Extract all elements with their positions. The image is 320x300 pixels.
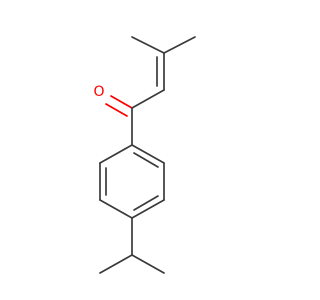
canvas-background bbox=[0, 0, 300, 300]
bond-isopropyl-left bbox=[99, 254, 133, 274]
ring-inner-1 bbox=[133, 152, 159, 168]
ring-bond-4 bbox=[99, 199, 133, 219]
structure-diagram: O bbox=[0, 0, 300, 300]
bond-methyl-left bbox=[131, 36, 165, 54]
ring-bond-1 bbox=[131, 144, 165, 164]
bond-vinyl-carbonyl bbox=[131, 89, 165, 109]
bond-methyl-right bbox=[163, 36, 196, 54]
bond-carbonyl-1 bbox=[110, 95, 133, 109]
bond-isopropyl-right bbox=[131, 254, 165, 274]
bond-carbonyl-2 bbox=[105, 103, 128, 117]
ring-bond-6 bbox=[99, 144, 133, 164]
ring-bond-3 bbox=[131, 199, 165, 219]
ring-inner-2 bbox=[133, 195, 159, 211]
oxygen-atom-label: O bbox=[93, 84, 104, 100]
